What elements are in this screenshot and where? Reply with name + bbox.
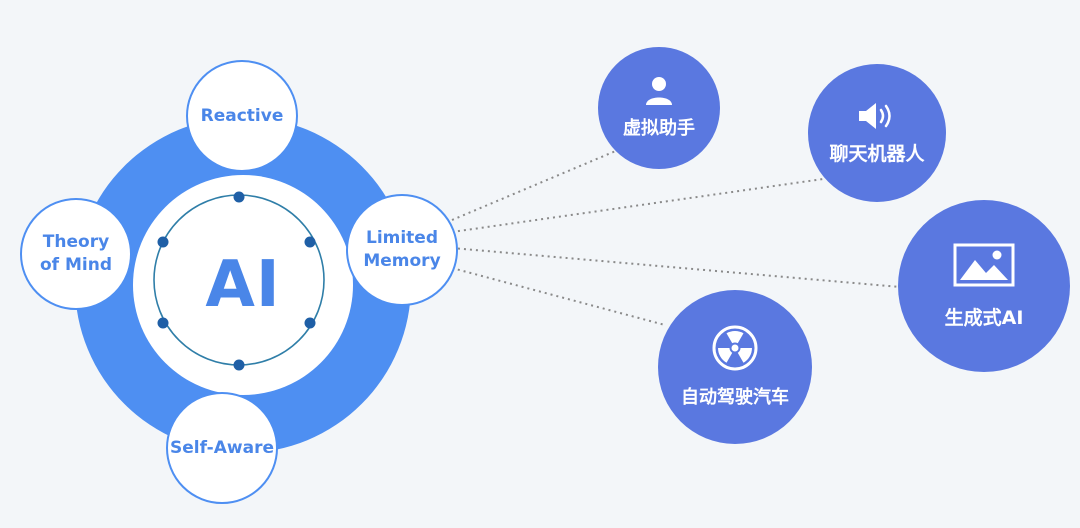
type-self-aware: Self-Aware <box>166 392 278 504</box>
type-theory-of-mind: Theory of Mind <box>20 198 132 310</box>
orbit-dot <box>157 236 169 248</box>
radiation-icon <box>712 325 758 371</box>
type-label: Limited Memory <box>363 228 441 271</box>
person-icon <box>645 76 673 106</box>
ai-center-label: AI <box>205 248 281 322</box>
app-label: 聊天机器人 <box>829 142 925 165</box>
connector-virtual-assistant <box>451 149 619 221</box>
app-label: 生成式AI <box>944 306 1024 329</box>
app-self-driving-car: 自动驾驶汽车 <box>658 290 812 444</box>
app-label: 自动驾驶汽车 <box>681 387 789 408</box>
type-label: Theory of Mind <box>39 232 112 275</box>
connector-chatbot <box>451 177 831 233</box>
type-label: Reactive <box>200 105 284 126</box>
type-reactive: Reactive <box>186 60 298 172</box>
image-icon <box>953 243 1015 287</box>
orbit-dot <box>304 317 316 329</box>
speaker-icon <box>857 101 897 131</box>
app-chatbot: 聊天机器人 <box>808 64 946 202</box>
app-virtual-assistant: 虚拟助手 <box>598 47 720 169</box>
orbit-dot <box>304 236 316 248</box>
connector-self-driving <box>451 267 666 326</box>
app-generative-ai: 生成式AI <box>898 200 1070 372</box>
app-label: 虚拟助手 <box>623 118 695 139</box>
type-label: Self-Aware <box>169 437 274 458</box>
orbit-dot <box>157 317 169 329</box>
orbit-dot <box>233 191 245 203</box>
inner-circle <box>133 175 353 395</box>
orbit-dot <box>233 359 245 371</box>
type-limited-memory: Limited Memory <box>346 194 458 306</box>
